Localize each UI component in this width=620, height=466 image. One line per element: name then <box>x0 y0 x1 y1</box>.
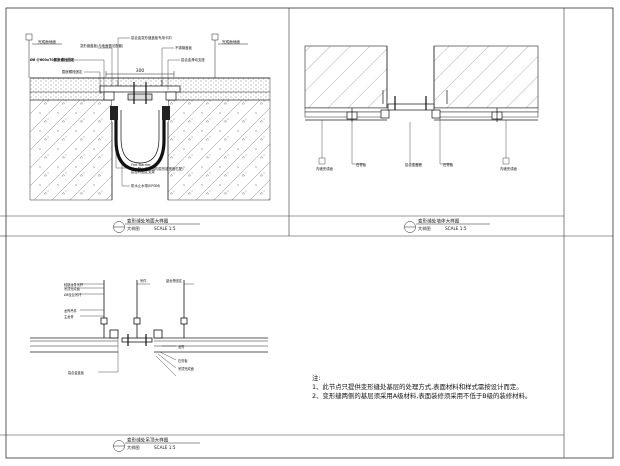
hanger-rods <box>100 280 188 346</box>
detail-1-scale: SCALE 1:5 <box>154 226 176 231</box>
floor-dimension-value: 300 <box>136 68 145 74</box>
wall-label-center: 铝合金盖板 <box>405 162 423 167</box>
label-water-stop: 防水止水带(EPDM) <box>131 183 161 188</box>
detail-ceiling-joint: 轻钢龙骨吊杆 吊顶完成面 Ø8全丝吊杆 龙骨吊件 主龙骨 吊件 副龙骨固定 铝合… <box>30 278 268 452</box>
note-item-1: 1、此节点只提供变形缝处基层的处理方式,表面材料和样式需按设计而定。 <box>312 383 523 391</box>
title-block-2 <box>404 221 490 233</box>
slab-right <box>167 99 271 201</box>
detail-floor-joint: 300 完成面地面 完成面地面 <box>25 33 271 233</box>
detail-3-scale: SCALE 1:5 <box>154 445 176 450</box>
note-item-2: 2、变形缝两侧的基层须采用A级材料,表面装修须采用不低于B级的装修材料。 <box>312 392 532 400</box>
label-spec-left: Ø6 @600x70膨胀螺栓固定 <box>30 57 75 62</box>
wall-label-board: 石膏板 <box>443 162 454 167</box>
ceiling-label-keel: 龙骨 <box>178 344 184 349</box>
floor-dimension <box>105 71 175 77</box>
detail-wall-joint: 内墙完成面 石膏板 铝合金盖板 石膏板 内墙完成面 变形缝处墙体大样图 大样图 … <box>304 45 539 233</box>
wall-right <box>433 45 539 109</box>
detail-2-subtitle: 大样图 <box>418 225 431 232</box>
wall-brackets <box>346 90 503 122</box>
ceiling-label-keel-fix: 副龙骨固定 <box>166 278 183 283</box>
wall-label-finish-right: 内墙完成面 <box>500 166 518 171</box>
ceiling-label-board: 石膏板 <box>178 358 188 363</box>
wall-left <box>304 45 388 109</box>
ceiling-label-hanger: 轻钢龙骨吊杆 <box>64 282 84 287</box>
label-fire-barrier-cn: 防火阻火带 <box>131 166 149 171</box>
general-notes: 注: 1、此节点只提供变形缝处基层的处理方式,表面材料和样式需按设计而定。 2、… <box>312 374 612 401</box>
label-cover-plate: 铝合金变形缝盖板专用卡扣 <box>131 35 172 40</box>
label-anchor: 膨胀螺栓固定 <box>62 69 83 74</box>
wall-leaders <box>318 118 510 165</box>
ceiling-label-finish-top: 吊顶完成面 <box>64 286 80 291</box>
label-slider: 铝合金滑动支座 <box>181 57 205 62</box>
notes-heading: 注: <box>312 374 321 382</box>
label-stainless: 不锈钢盖板 <box>175 45 193 50</box>
title-block-3 <box>113 440 200 452</box>
ceiling-label-cover: 铝合金盖板 <box>68 370 85 375</box>
finish-label-left: 完成面地面 <box>38 39 56 44</box>
detail-2-scale: SCALE 1:5 <box>445 226 467 231</box>
detail-2-title: 变形缝处墙体大样图 <box>418 218 460 225</box>
ceiling-leaders <box>80 283 194 377</box>
water-stop <box>114 110 166 172</box>
slab-left <box>29 99 113 201</box>
label-bracket: 铝型材固定支架 <box>131 169 155 174</box>
label-cover-assembly: 变形缝盖板(与地面做法配套) <box>80 43 124 48</box>
detail-3-subtitle: 大样图 <box>127 444 140 451</box>
ceiling-label-main-keel: 主龙骨 <box>64 314 74 319</box>
finish-marker-left <box>25 33 62 78</box>
ceiling-label-spec-rod: Ø8全丝吊杆 <box>64 292 82 297</box>
label-fire-barrier: Fire Barrier <box>131 163 151 167</box>
detail-1-title: 变形缝处地面大样图 <box>127 218 169 225</box>
detail-3-title: 变形缝处吊顶大样图 <box>127 437 169 444</box>
finish-label-right: 完成面地面 <box>222 39 240 44</box>
sheet-frame <box>0 7 614 459</box>
wall-label-center-left: 石膏板 <box>356 162 367 167</box>
ceiling-label-clip: 龙骨吊件 <box>64 308 78 313</box>
ceiling-label-suspension: 吊件 <box>140 278 147 283</box>
label-fire-barrier-note: (与结构变形缝宽度匹配) <box>147 166 184 171</box>
finish-marker-right <box>211 33 248 78</box>
title-block-1 <box>113 221 200 233</box>
detail-1-subtitle: 大样图 <box>127 225 140 232</box>
ceiling-label-finish-bottom: 吊顶完成面 <box>178 366 194 371</box>
wall-label-finish-left: 内墙完成面 <box>316 166 334 171</box>
floor-leaders <box>66 37 180 187</box>
fire-barrier-block <box>110 106 118 120</box>
